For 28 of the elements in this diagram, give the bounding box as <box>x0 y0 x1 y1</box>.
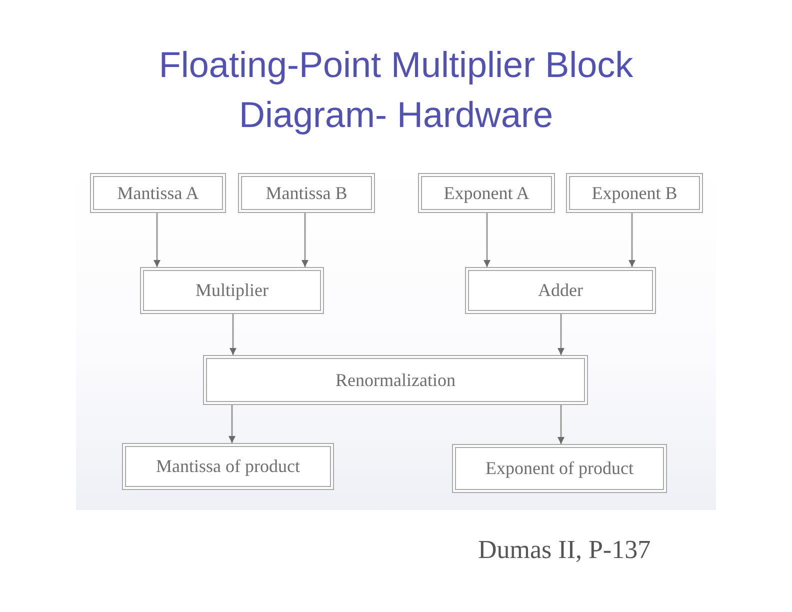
citation: Dumas II, P-137 <box>478 535 651 565</box>
arrow <box>558 405 564 444</box>
block-box <box>465 267 656 314</box>
block-label: Exponent A <box>444 182 530 204</box>
arrow <box>230 314 236 355</box>
block-label: Adder <box>538 280 583 301</box>
block-box <box>418 173 555 213</box>
arrow <box>558 314 564 355</box>
block-label: Exponent of product <box>486 458 634 479</box>
block-box <box>122 443 334 490</box>
title: Floating-Point Multiplier Block Diagram- Hardware <box>158 43 634 137</box>
block-box <box>452 444 667 493</box>
block-box <box>90 173 226 213</box>
arrow <box>628 213 636 267</box>
block-label: Mantissa A <box>117 182 199 204</box>
block-label: Mantissa B <box>266 182 348 204</box>
block-label: Exponent B <box>592 182 678 204</box>
arrow <box>302 213 308 267</box>
block-label: Renormalization <box>336 370 456 390</box>
arrow <box>154 213 160 267</box>
block-box <box>140 267 324 314</box>
arrow <box>484 213 490 267</box>
block-label: Multiplier <box>196 280 268 301</box>
block-box <box>238 173 375 213</box>
arrow <box>228 405 236 443</box>
block-label: Mantissa of product <box>156 456 300 477</box>
block-box <box>203 355 588 405</box>
block-box <box>566 173 703 213</box>
